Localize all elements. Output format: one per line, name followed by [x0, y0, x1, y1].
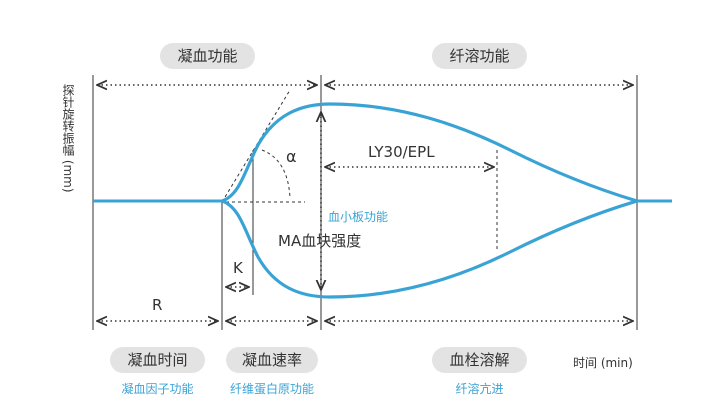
alpha-tangent-line	[221, 89, 291, 203]
time-axis-label: 时间 (min)	[573, 356, 633, 370]
ly30-label: LY30/EPL	[368, 143, 435, 161]
factor-function-label: 凝血因子功能	[121, 382, 194, 396]
clot-lysis-pill: 血栓溶解	[432, 347, 527, 373]
platelet-label: 血小板功能	[328, 210, 389, 224]
tracing-upper-curve	[221, 102, 638, 203]
k-label: K	[233, 259, 243, 277]
alpha-arc	[261, 149, 291, 199]
fibrinogen-function-label: 纤维蛋白原功能	[229, 382, 314, 396]
y-axis-label: 探针旋转振幅 (mm)	[61, 84, 75, 193]
coag-function-pill: 凝血功能	[160, 43, 255, 69]
alpha-label: α	[286, 147, 297, 166]
fib-function-pill: 纤溶功能	[432, 43, 527, 69]
tracing-lower-curve	[221, 199, 638, 299]
r-label: R	[152, 296, 163, 314]
clot-time-pill: 凝血时间	[110, 347, 205, 373]
hyperfibrinolysis-label: 纤溶亢进	[455, 382, 504, 396]
clot-rate-pill: 凝血速率	[226, 347, 318, 373]
ma-label: MA血块强度	[278, 232, 362, 250]
